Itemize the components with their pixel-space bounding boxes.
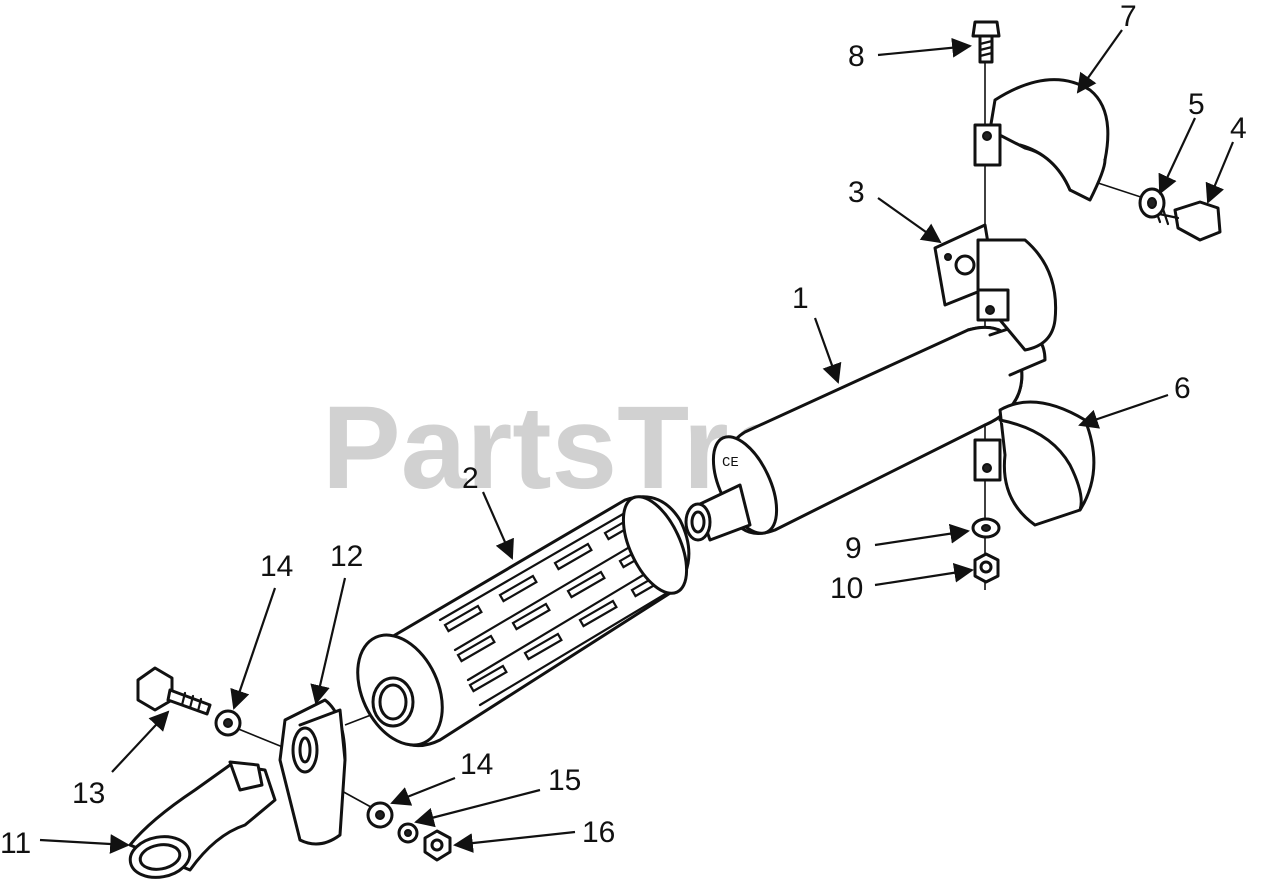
callout-2: 2 xyxy=(462,462,479,495)
part-16-nut xyxy=(423,829,452,862)
callout-3: 3 xyxy=(848,176,865,209)
callout-11: 11 xyxy=(0,827,31,860)
part-13-bolt xyxy=(136,666,212,716)
part-14a-washer xyxy=(214,709,242,737)
part-11-tail-pipe xyxy=(128,760,277,879)
callout-14a: 14 xyxy=(260,550,293,583)
callout-14b: 14 xyxy=(460,748,493,781)
part-12-end-bracket xyxy=(278,698,347,846)
callout-leaders xyxy=(39,29,1235,854)
part-2-heat-shield xyxy=(356,495,691,748)
callout-15: 15 xyxy=(548,764,581,797)
part-15-lock-washer xyxy=(397,822,419,844)
callout-labels: 1 2 3 4 5 6 7 8 9 10 11 12 13 14 14 15 1… xyxy=(0,0,1247,860)
part-14b-washer xyxy=(366,801,394,829)
callout-10: 10 xyxy=(830,572,863,605)
svg-text:CE: CE xyxy=(722,455,739,471)
callout-16: 16 xyxy=(582,816,615,849)
part-10-nut xyxy=(973,552,1000,584)
part-7-upper-clamp xyxy=(973,78,1110,202)
callout-1: 1 xyxy=(792,282,809,315)
callout-6: 6 xyxy=(1174,372,1191,405)
callout-8: 8 xyxy=(848,40,865,73)
callout-5: 5 xyxy=(1188,88,1205,121)
callout-12: 12 xyxy=(330,540,363,573)
exhaust-elbow xyxy=(976,238,1058,352)
callout-13: 13 xyxy=(72,777,105,810)
part-5-washer xyxy=(1138,187,1166,219)
part-6-lower-clamp xyxy=(973,400,1096,527)
part-8-bolt xyxy=(971,20,1001,64)
part-9-washer xyxy=(971,517,1001,539)
part-1-muffler-body: CE xyxy=(684,323,1047,542)
callout-9: 9 xyxy=(845,532,862,565)
callout-4: 4 xyxy=(1230,112,1247,145)
callout-7: 7 xyxy=(1120,0,1137,33)
